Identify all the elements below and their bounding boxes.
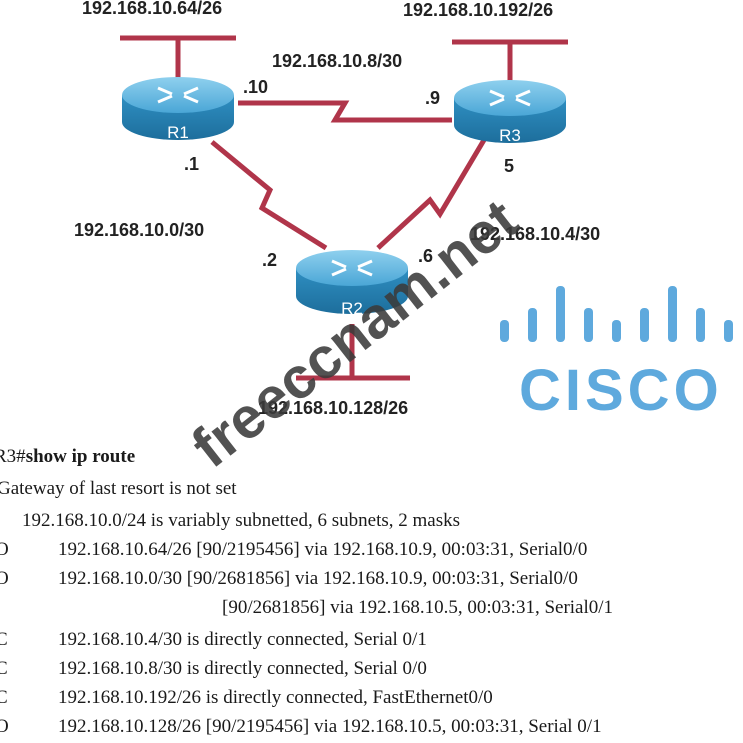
cli-command: show ip route xyxy=(25,446,136,467)
route-text: 192.168.10.192/26 is directly connected,… xyxy=(58,687,493,708)
route-code: C xyxy=(0,658,8,679)
watermark-text: freeccnam.net xyxy=(180,187,530,480)
route-text: 192.168.10.8/30 is directly connected, S… xyxy=(58,658,427,679)
cisco-logo-word: CISCO xyxy=(519,358,723,423)
route-text: 192.168.10.64/26 [90/2195456] via 192.16… xyxy=(58,539,588,560)
r3-lan-segment xyxy=(452,39,568,86)
show-ip-route-output: R3#show ip route Gateway of last resort … xyxy=(0,442,743,743)
cli-prompt: R3# xyxy=(0,446,26,467)
router-arrows-icon xyxy=(157,86,199,104)
router-r2-label: R2 xyxy=(341,299,363,318)
cisco-logo: CISCO xyxy=(500,286,733,423)
r2-to-r1-interface-label: .2 xyxy=(262,250,277,270)
r1-r2-serial-link xyxy=(210,140,328,251)
r2-lan-segment xyxy=(296,324,410,381)
r2-to-r3-interface-label: .6 xyxy=(418,246,433,266)
r3-lan-network-label: 192.168.10.192/26 xyxy=(403,0,553,20)
router-r1: R1 xyxy=(122,77,234,142)
route-code: O xyxy=(0,716,9,737)
r1-r3-network-label: 192.168.10.8/30 xyxy=(272,51,402,71)
route-text: 192.168.10.128/26 [90/2195456] via 192.1… xyxy=(58,716,602,737)
r1-r2-network-label: 192.168.10.0/30 xyxy=(74,220,204,240)
route-text: 192.168.10.0/30 [90/2681856] via 192.168… xyxy=(58,568,578,589)
r1-to-r3-interface-label: .10 xyxy=(243,77,268,97)
r2-r3-network-label: 192.168.10.4/30 xyxy=(470,224,600,244)
route-code: C xyxy=(0,687,8,708)
r1-to-r2-interface-label: .1 xyxy=(184,154,199,174)
r1-lan-segment xyxy=(120,35,236,82)
router-arrows-icon xyxy=(489,89,531,107)
r1-lan-network-label: 192.168.10.64/26 xyxy=(82,0,222,18)
route-text: 192.168.10.4/30 is directly connected, S… xyxy=(58,629,427,650)
route-text: [90/2681856] via 192.168.10.5, 00:03:31,… xyxy=(222,597,614,618)
r2-lan-network-label: 192.168.10.128/26 xyxy=(258,398,408,418)
route-code: C xyxy=(0,629,8,650)
subnet-summary-line: 192.168.10.0/24 is variably subnetted, 6… xyxy=(22,510,461,531)
route-code: O xyxy=(0,539,9,560)
r3-to-r1-interface-label: .9 xyxy=(425,88,440,108)
route-code: O xyxy=(0,568,9,589)
gateway-line: Gateway of last resort is not set xyxy=(0,478,237,499)
router-r3: R3 xyxy=(454,80,566,145)
r3-to-r2-interface-label: 5 xyxy=(504,156,514,176)
router-r1-label: R1 xyxy=(167,123,189,142)
command-line: R3#show ip route xyxy=(0,444,135,470)
router-r3-label: R3 xyxy=(499,126,521,145)
r2-r3-serial-link xyxy=(376,138,487,250)
router-arrows-icon xyxy=(331,259,373,277)
r1-r3-serial-link xyxy=(238,100,452,123)
router-r2: R2 xyxy=(296,250,408,318)
